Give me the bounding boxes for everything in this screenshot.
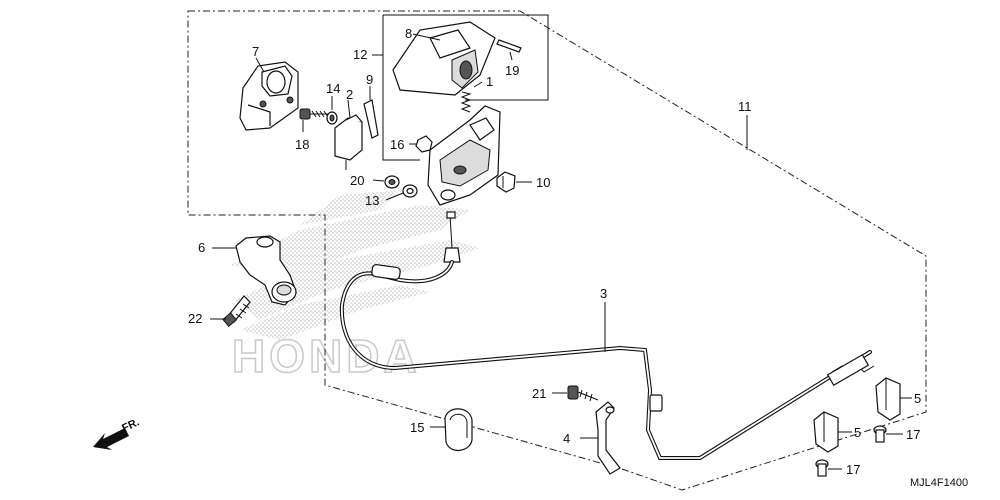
watermark-brand: HONDA <box>232 330 421 382</box>
callout-label-5-lower: 5 <box>854 425 861 440</box>
part-9-spring-plate[interactable] <box>363 86 379 139</box>
group-outline-12 <box>372 14 549 161</box>
part-11-housing[interactable] <box>427 105 501 206</box>
part-14-washer[interactable] <box>326 96 338 125</box>
callout-label-21: 21 <box>532 386 546 401</box>
part-20-grommet[interactable] <box>372 175 400 189</box>
direction-label: FR. <box>120 416 141 434</box>
callout-label-8: 8 <box>405 26 412 41</box>
part-17-screw-upper[interactable] <box>873 425 903 443</box>
part-18-bolt[interactable] <box>299 108 330 132</box>
part-5-holder-lower[interactable] <box>813 411 852 453</box>
callout-label-19: 19 <box>505 63 519 78</box>
part-13-washer[interactable] <box>385 184 418 201</box>
part-7-lever-bracket[interactable] <box>239 57 299 131</box>
callout-label-6: 6 <box>198 240 205 255</box>
callout-label-20: 20 <box>350 173 364 188</box>
front-direction-arrow-icon <box>93 428 129 450</box>
callout-label-1: 1 <box>486 74 493 89</box>
part-19-pin[interactable] <box>496 39 522 61</box>
callout-label-14: 14 <box>326 81 340 96</box>
part-5-holder-upper[interactable] <box>875 377 912 421</box>
callout-label-17-upper: 17 <box>906 427 920 442</box>
diagram-code: MJL4F1400 <box>910 477 968 489</box>
group-outline-11 <box>187 10 927 491</box>
callout-label-12: 12 <box>353 47 367 62</box>
callout-label-10: 10 <box>536 175 550 190</box>
callout-label-11: 11 <box>738 99 752 114</box>
part-22-bolt[interactable] <box>210 295 251 327</box>
callout-label-4: 4 <box>563 431 570 446</box>
callout-label-15: 15 <box>410 420 424 435</box>
callout-label-2: 2 <box>346 87 353 102</box>
callout-label-3: 3 <box>600 286 607 301</box>
watermark-wing <box>230 190 480 340</box>
part-17-screw-lower[interactable] <box>815 459 842 477</box>
part-6-pivot-bracket[interactable] <box>212 235 297 306</box>
part-21-bolt[interactable] <box>552 385 599 402</box>
part-16-nut[interactable] <box>409 135 433 153</box>
callout-label-18: 18 <box>295 137 309 152</box>
callout-label-5-upper: 5 <box>914 391 921 406</box>
callout-label-13: 13 <box>365 193 379 208</box>
callout-label-17-lower: 17 <box>846 462 860 477</box>
part-4-stay[interactable] <box>580 401 621 475</box>
part-2-switch[interactable] <box>334 99 363 170</box>
callout-label-7: 7 <box>252 44 259 59</box>
callout-label-22: 22 <box>188 311 202 326</box>
callout-label-16: 16 <box>390 137 404 152</box>
part-15-clamp[interactable] <box>430 408 473 451</box>
part-10-clip[interactable] <box>496 171 532 193</box>
part-3-cable[interactable] <box>339 211 875 460</box>
callout-label-9: 9 <box>366 72 373 87</box>
part-8-cover[interactable] <box>392 21 496 96</box>
part-1-spring[interactable] <box>460 81 483 113</box>
